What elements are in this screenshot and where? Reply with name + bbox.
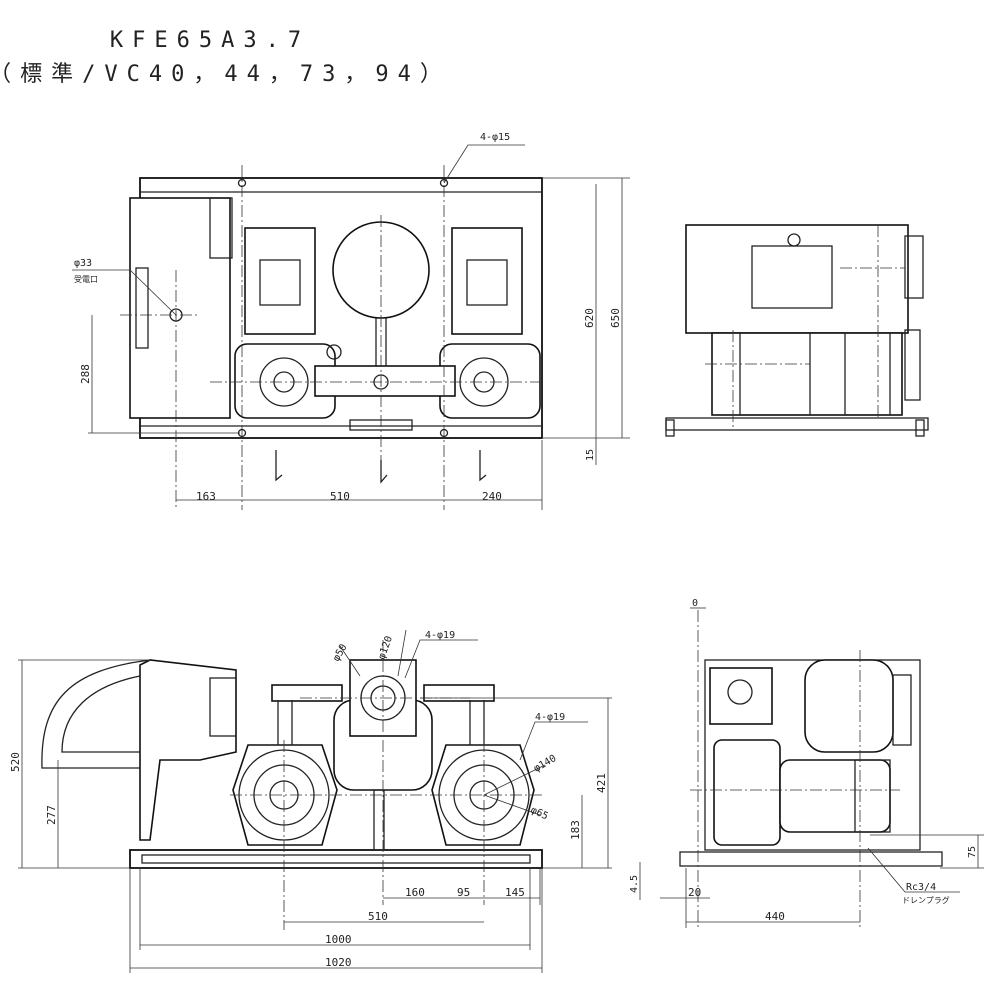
callout-phi120: φ120 [376, 635, 395, 661]
side-view-top [665, 224, 929, 437]
dim-1020: 1020 [325, 956, 352, 969]
dim-163: 163 [196, 490, 216, 503]
side-motor-top [804, 659, 894, 753]
dim-277: 277 [45, 805, 58, 825]
callout-phi50: φ50 [331, 642, 350, 663]
motor-left [244, 227, 316, 335]
dim-20: 20 [688, 886, 701, 899]
drain-sub: ドレンプラグ [902, 895, 950, 905]
callout-phi140: φ140 [532, 753, 558, 775]
header-pipe [314, 365, 456, 397]
dim-15: 15 [585, 449, 596, 461]
drawing-title: KFE65A3.7 [109, 28, 311, 53]
top-view: 4-φ15 φ33 受電口 163 510 240 620 650 15 [72, 132, 630, 510]
front-control-box [139, 659, 237, 841]
dim-240: 240 [482, 490, 502, 503]
cable-callout-sub: 受電口 [74, 274, 98, 284]
front-view: φ50 φ120 4-φ19 4-φ19 φ140 φ65 520 277 42… [9, 629, 612, 973]
dim-183: 183 [569, 820, 582, 840]
dim-650: 650 [609, 308, 622, 328]
dim-510-front: 510 [368, 910, 388, 923]
side-frame [704, 659, 921, 851]
dim-1000: 1000 [325, 933, 352, 946]
side-zero: 0 [692, 598, 698, 609]
front-pump-right [431, 744, 535, 846]
dim-421: 421 [595, 773, 608, 793]
drain-label: Rc3/4 [906, 882, 936, 893]
dim-510-top: 510 [330, 490, 350, 503]
dim-95: 95 [457, 886, 470, 899]
cable-callout: φ33 [74, 258, 92, 269]
dim-288: 288 [79, 364, 92, 384]
side-pump [713, 739, 781, 846]
side-view-bottom: 0 75 4.5 20 440 Rc3/4 ドレンプラグ [629, 598, 984, 930]
callout-holes-top: 4-φ19 [425, 630, 455, 641]
hole-callout-top: 4-φ15 [480, 132, 510, 143]
motor-right [451, 227, 523, 335]
dim-75: 75 [967, 846, 978, 858]
front-base [129, 849, 543, 869]
dim-620: 620 [583, 308, 596, 328]
drawing-subtitle: （標準/VC40，44，73，94） [0, 62, 451, 87]
dim-4-5: 4.5 [629, 875, 640, 893]
side-motor-bottom [779, 759, 891, 833]
side-control-box [685, 224, 909, 334]
callout-phi65: φ65 [529, 805, 550, 823]
dim-440: 440 [765, 910, 785, 923]
dim-145: 145 [505, 886, 525, 899]
dim-520: 520 [9, 752, 22, 772]
dim-160: 160 [405, 886, 425, 899]
side-motor [711, 332, 903, 416]
callout-holes-right: 4-φ19 [535, 712, 565, 723]
control-box [129, 197, 231, 419]
